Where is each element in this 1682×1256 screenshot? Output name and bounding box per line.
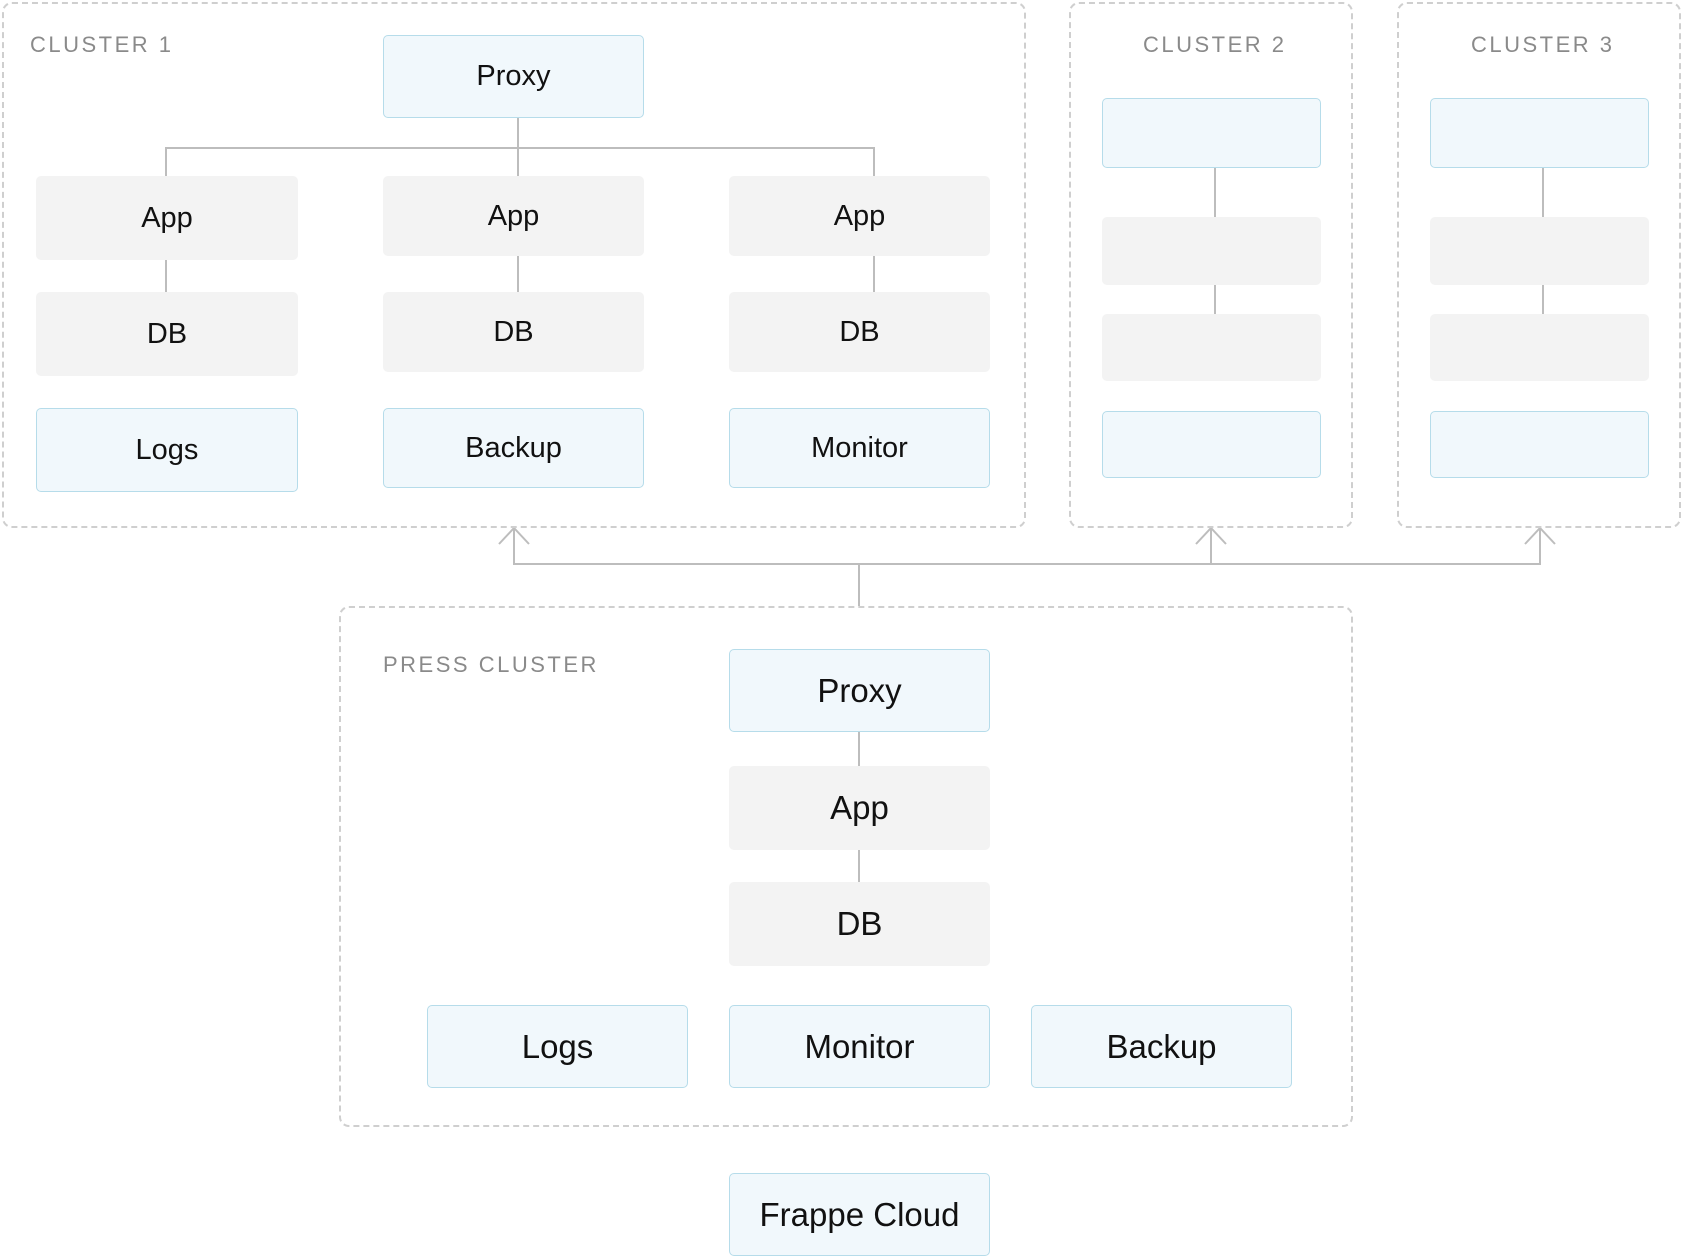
cluster-3-proxy-node[interactable] xyxy=(1430,98,1649,168)
arrowhead-cluster1 xyxy=(498,526,530,545)
cluster-3-label: CLUSTER 3 xyxy=(1471,32,1615,57)
cluster-2-label: CLUSTER 2 xyxy=(1143,32,1287,57)
arrowhead-cluster3 xyxy=(1524,526,1556,545)
cluster-2-db-node[interactable] xyxy=(1102,314,1321,381)
cluster-1-backup-node[interactable]: Backup xyxy=(383,408,644,488)
cluster-2-app-node[interactable] xyxy=(1102,217,1321,285)
cluster-1-db-node-1[interactable]: DB xyxy=(36,292,298,376)
cluster-1-app-node-3[interactable]: App xyxy=(729,176,990,256)
arrowhead-cluster2 xyxy=(1195,526,1227,545)
press-monitor-node[interactable]: Monitor xyxy=(729,1005,990,1088)
cluster-1-proxy-node[interactable]: Proxy xyxy=(383,35,644,118)
connector-press-branch xyxy=(513,528,1541,565)
press-cluster-label: PRESS CLUSTER xyxy=(383,652,599,677)
cluster-1-label: CLUSTER 1 xyxy=(30,32,174,57)
cluster-1-app-node-1[interactable]: App xyxy=(36,176,298,260)
press-cluster: PRESS CLUSTER xyxy=(339,606,1353,1127)
cluster-1-monitor-node[interactable]: Monitor xyxy=(729,408,990,488)
cluster-1-logs-node[interactable]: Logs xyxy=(36,408,298,492)
cluster-3-app-node[interactable] xyxy=(1430,217,1649,285)
press-proxy-node[interactable]: Proxy xyxy=(729,649,990,732)
cluster-2-proxy-node[interactable] xyxy=(1102,98,1321,168)
cluster-1-db-node-3[interactable]: DB xyxy=(729,292,990,372)
frappe-cloud-node[interactable]: Frappe Cloud xyxy=(729,1173,990,1256)
cluster-1-app-node-2[interactable]: App xyxy=(383,176,644,256)
cluster-3-db-node[interactable] xyxy=(1430,314,1649,381)
cluster-2: CLUSTER 2 xyxy=(1069,2,1353,528)
press-backup-node[interactable]: Backup xyxy=(1031,1005,1292,1088)
press-db-node[interactable]: DB xyxy=(729,882,990,966)
cluster-1-db-node-2[interactable]: DB xyxy=(383,292,644,372)
cluster-2-service-node[interactable] xyxy=(1102,411,1321,478)
cluster-3: CLUSTER 3 xyxy=(1397,2,1681,528)
press-app-node[interactable]: App xyxy=(729,766,990,850)
press-logs-node[interactable]: Logs xyxy=(427,1005,688,1088)
cluster-3-service-node[interactable] xyxy=(1430,411,1649,478)
cluster-1: CLUSTER 1 xyxy=(2,2,1026,528)
